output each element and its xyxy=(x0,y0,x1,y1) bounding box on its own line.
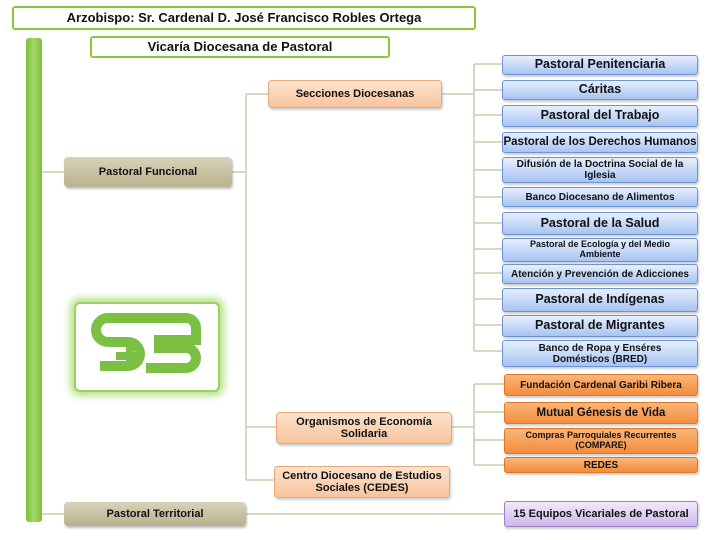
seccion-item: Pastoral de Indígenas xyxy=(502,288,698,312)
organismo-item: Mutual Génesis de Vida xyxy=(504,402,698,424)
equipos-vicariales-node: 15 Equipos Vicariales de Pastoral xyxy=(504,501,698,527)
secciones-diocesanas-node: Secciones Diocesanas xyxy=(268,80,442,108)
diocese-logo-icon xyxy=(74,302,220,392)
seccion-item: Pastoral Penitenciaria xyxy=(502,55,698,75)
seccion-item: Banco Diocesano de Alimentos xyxy=(502,187,698,207)
archbishop-title: Arzobispo: Sr. Cardenal D. José Francisc… xyxy=(12,6,476,30)
organismo-item: REDES xyxy=(504,457,698,473)
organismos-node: Organismos de Economía Solidaria xyxy=(276,412,452,444)
seccion-item: Atención y Prevención de Adicciones xyxy=(502,264,698,284)
seccion-item: Pastoral de los Derechos Humanos xyxy=(502,132,698,153)
seccion-item: Difusión de la Doctrina Social de la Igl… xyxy=(502,157,698,183)
seccion-item: Pastoral de Migrantes xyxy=(502,315,698,337)
vertical-green-bar xyxy=(26,38,42,522)
seccion-item: Cáritas xyxy=(502,80,698,100)
seccion-item: Pastoral del Trabajo xyxy=(502,105,698,127)
seccion-item: Pastoral de la Salud xyxy=(502,212,698,235)
pastoral-funcional-node: Pastoral Funcional xyxy=(64,157,232,187)
seccion-item: Banco de Ropa y Enséres Domésticos (BRED… xyxy=(502,340,698,367)
organismo-item: Fundación Cardenal Garibi Ribera xyxy=(504,374,698,396)
cedes-node: Centro Diocesano de Estudios Sociales (C… xyxy=(274,466,450,498)
vicariate-title: Vicaría Diocesana de Pastoral xyxy=(90,36,390,58)
organismo-item: Compras Parroquiales Recurrentes (COMPAR… xyxy=(504,428,698,454)
pastoral-territorial-node: Pastoral Territorial xyxy=(64,502,246,526)
seccion-item: Pastoral de Ecología y del Medio Ambient… xyxy=(502,238,698,262)
